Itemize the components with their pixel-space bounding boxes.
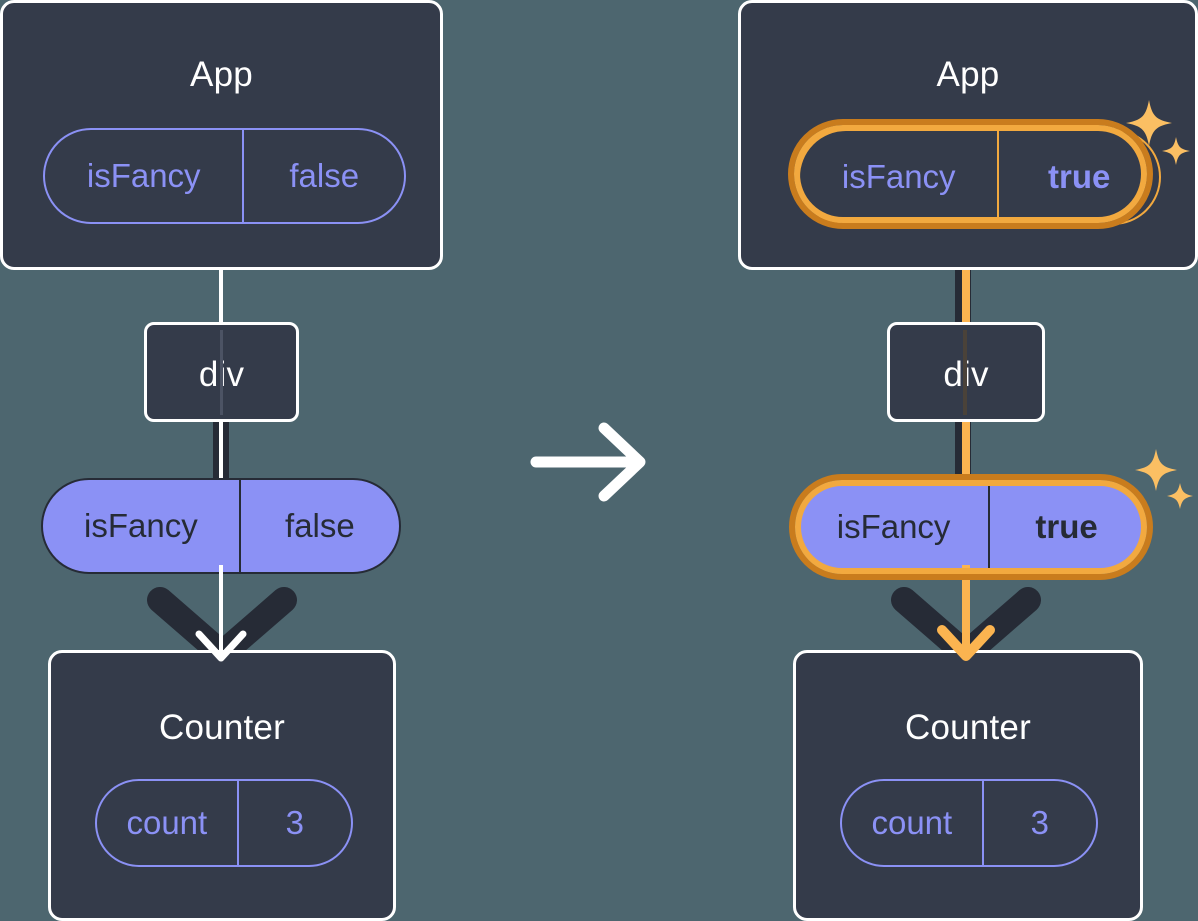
left-counter-state-key: count — [126, 804, 208, 841]
left-app-box: App isFancy false — [0, 0, 443, 270]
right-counter-title: Counter — [905, 708, 1031, 747]
left-prop-key: isFancy — [84, 507, 198, 544]
left-app-state-key: isFancy — [86, 157, 201, 194]
left-app-state-pill: isFancy false — [43, 128, 406, 224]
right-counter-box: Counter count 3 — [793, 650, 1143, 921]
left-connector-app-to-div — [219, 268, 223, 322]
right-app-state-value: true — [997, 131, 1159, 223]
right-counter-state-value: 3 — [981, 781, 1096, 865]
right-app-state-pill: isFancy true — [798, 129, 1161, 225]
right-connector-div-to-pill — [962, 420, 970, 485]
right-counter-state-pill: count 3 — [840, 779, 1098, 867]
left-counter-state-pill: count 3 — [95, 779, 353, 867]
right-counter-state-key: count — [871, 804, 953, 841]
left-connector-div-to-pill — [219, 420, 223, 485]
right-app-title: App — [936, 55, 1000, 94]
left-line-through-div — [220, 330, 223, 415]
right-prop-value: true — [988, 484, 1143, 570]
right-app-state-key: isFancy — [841, 158, 956, 195]
left-counter-box: Counter count 3 — [48, 650, 396, 921]
right-connector-app-to-div — [962, 222, 970, 322]
left-counter-title: Counter — [159, 708, 285, 747]
right-connector-pill-to-counter — [962, 565, 970, 653]
left-app-state-value: false — [242, 130, 404, 222]
right-line-through-div — [963, 330, 967, 415]
right-prop-key: isFancy — [836, 508, 951, 545]
left-app-title: App — [190, 55, 253, 94]
left-connector-pill-to-counter — [219, 565, 223, 650]
left-prop-value: false — [238, 480, 399, 572]
left-counter-state-value: 3 — [236, 781, 351, 865]
right-app-box: App isFancy true — [738, 0, 1198, 270]
transition-right-arrow-icon — [530, 422, 646, 502]
right-prop-pill: isFancy true — [797, 482, 1145, 572]
left-prop-pill: isFancy false — [41, 478, 401, 574]
